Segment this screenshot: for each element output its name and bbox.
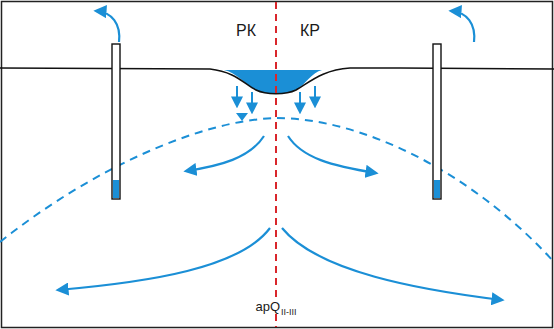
- stratum-subscript: II-III: [281, 308, 297, 317]
- water-level-mark: [236, 113, 248, 121]
- well-left: [112, 44, 120, 199]
- infiltration-arrows: [237, 86, 315, 112]
- well-right: [433, 44, 441, 199]
- discharge-arrow: [96, 11, 119, 42]
- stratum-index: apQ: [255, 300, 280, 313]
- water-table: [0, 118, 554, 262]
- lake-water: [224, 70, 322, 94]
- flow-arrows: [58, 136, 502, 300]
- zone-label: КР: [300, 23, 320, 39]
- zone-label: РК: [236, 23, 256, 39]
- discharge-arrow: [451, 11, 474, 42]
- divide-line: [275, 2, 277, 327]
